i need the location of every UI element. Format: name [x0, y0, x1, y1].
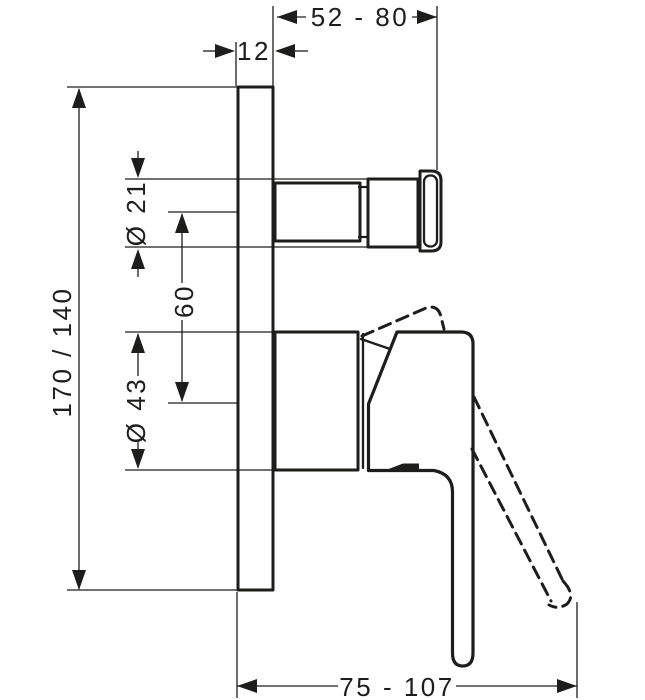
dim-label-spindle-diameter: Ø 21 — [121, 180, 151, 246]
dim-170-140-arrow-top — [72, 88, 86, 108]
cartridge-sleeve — [273, 330, 365, 472]
spindle-sleeve-section — [366, 177, 420, 249]
dim-21-arrow-bottom — [131, 249, 145, 269]
dim-60-arrow-top — [175, 213, 189, 233]
dim-12-arrow-right — [275, 44, 295, 58]
lever-handle-outline — [366, 330, 475, 668]
lever-alternate-position — [360, 305, 573, 609]
spindle-cap-face — [422, 174, 439, 248]
wall-plate — [236, 85, 275, 592]
lever-handle — [359, 330, 475, 668]
dim-170-140-arrow-bottom — [72, 570, 86, 590]
dimension-sleeve-diameter: Ø 43 — [121, 333, 151, 469]
diverter-spindle — [273, 169, 443, 253]
dimension-reach-bottom: 75 - 107 — [237, 672, 577, 700]
extension-lines — [67, 6, 578, 698]
alt-lever-outer-edge — [472, 395, 565, 583]
dim-12-arrow-left — [215, 44, 235, 58]
handle-hub-cone-edge — [359, 337, 392, 351]
dim-75-107-arrow-right — [557, 679, 577, 693]
dim-21-arrow-top — [131, 158, 145, 178]
alt-lever-inner-edge — [470, 447, 553, 603]
dim-52-80-arrow-right — [417, 10, 437, 24]
handle-indicator-marker — [388, 463, 419, 470]
dim-43-arrow-top — [131, 333, 145, 353]
alt-position-top-outline — [360, 305, 446, 338]
alt-lever-end-cap — [547, 579, 573, 609]
dim-75-107-arrow-left — [237, 679, 257, 693]
dimension-spindle-diameter: Ø 21 — [121, 151, 151, 277]
dim-label-projection-top: 52 - 80 — [311, 2, 409, 32]
dimension-plate-thickness: 12 — [203, 36, 308, 66]
dimension-axis-distance: 60 — [169, 213, 199, 402]
dim-label-axis-distance: 60 — [169, 284, 199, 318]
spindle-base-section — [273, 181, 362, 243]
dim-43-arrow-bottom — [131, 449, 145, 469]
dim-label-reach-bottom: 75 - 107 — [339, 672, 454, 700]
dimension-plate-height: 170 / 140 — [47, 88, 86, 590]
spindle-cap — [418, 169, 443, 253]
dimension-projection-top: 52 - 80 — [277, 2, 437, 32]
dim-label-sleeve-diameter: Ø 43 — [121, 377, 151, 443]
dim-60-arrow-bottom — [175, 382, 189, 402]
sleeve-body — [273, 330, 360, 472]
dim-52-80-arrow-left — [277, 10, 297, 24]
dim-label-plate-thickness: 12 — [237, 36, 271, 66]
dim-label-plate-height: 170 / 140 — [47, 287, 77, 418]
